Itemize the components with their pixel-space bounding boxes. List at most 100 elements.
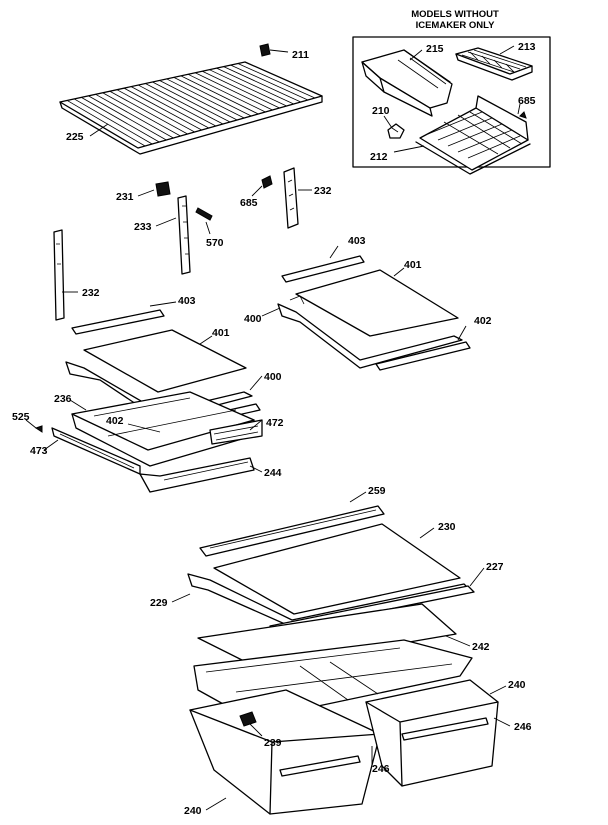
callout-233: 233 (134, 221, 152, 233)
callout-403-left: 403 (178, 295, 196, 307)
right-shelf-assembly (277, 255, 471, 371)
callout-259: 259 (368, 485, 386, 497)
handle-left-part (279, 755, 361, 777)
glass-401-right (295, 269, 459, 337)
trim-403-left (71, 309, 165, 335)
callout-401-left: 401 (212, 327, 230, 339)
callout-402-left: 402 (106, 415, 124, 427)
callout-227: 227 (486, 561, 504, 573)
screw-570-part (195, 207, 213, 221)
crisper-assembly (187, 505, 499, 815)
leader-lines (25, 45, 521, 811)
callout-242: 242 (472, 641, 490, 653)
drawer-left-part (189, 689, 381, 815)
screw-525-part (34, 425, 43, 433)
callout-239: 239 (264, 737, 282, 749)
callout-246-left: 246 (372, 763, 390, 775)
callout-236: 236 (54, 393, 72, 405)
callout-401-right: 401 (404, 259, 422, 271)
callout-229: 229 (150, 597, 168, 609)
callout-225: 225 (66, 131, 84, 143)
frame-400-right (277, 303, 463, 369)
slide-472-part (209, 419, 263, 445)
shelf-wire (173, 77, 252, 117)
glass-230-part (213, 523, 461, 615)
callout-210: 210 (372, 105, 390, 117)
shelf-wire (95, 93, 174, 139)
frame-400-left (65, 361, 253, 421)
callout-212: 212 (370, 151, 388, 163)
wire-shelf-225 (59, 43, 323, 155)
shelf-wire (209, 69, 287, 107)
block-231-part (155, 181, 171, 197)
callout-230: 230 (438, 521, 456, 533)
cover-242-part (197, 603, 457, 669)
shelf-wire (180, 75, 259, 115)
shelf-wire (195, 72, 273, 111)
callout-685: 685 (240, 197, 258, 209)
shelf-wire (116, 89, 195, 133)
inset-title-line1: MODELS WITHOUT (411, 9, 499, 20)
shelf-wire (159, 80, 238, 121)
shelf-wire (202, 70, 280, 109)
shelf-wire (230, 64, 309, 101)
callout-570: 570 (206, 237, 224, 249)
shelf-wire (187, 73, 266, 113)
callout-400-left: 400 (264, 371, 282, 383)
shelf-wire (130, 86, 209, 129)
callout-232-left: 232 (82, 287, 100, 299)
shelf-wire (145, 83, 224, 125)
ice-bin-part (361, 49, 453, 117)
trim-402-right (375, 341, 471, 371)
shelf-wire (66, 100, 146, 147)
callout-246-right: 246 (514, 721, 532, 733)
callout-215: 215 (426, 43, 444, 55)
frame-244-part (139, 457, 255, 493)
ice-tray-part (455, 47, 533, 81)
shelf-wire (152, 81, 231, 123)
callout-685-inset: 685 (518, 95, 536, 107)
shelf-wire (109, 90, 188, 135)
shelf-wire (81, 97, 160, 143)
callout-472: 472 (266, 417, 284, 429)
callout-231: 231 (116, 191, 134, 203)
shelf-wire (237, 63, 316, 99)
rail-233-part (177, 195, 191, 275)
shelf-wire (123, 87, 202, 131)
callout-525: 525 (12, 411, 30, 423)
screw-685-part (261, 175, 273, 189)
callout-211: 211 (292, 49, 309, 61)
shelf-wire (74, 98, 153, 145)
callout-240-right: 240 (508, 679, 526, 691)
left-shelf-assembly (34, 309, 263, 493)
shelf-wire (216, 67, 294, 105)
ice-rack-part (415, 95, 531, 175)
callout-232-right: 232 (314, 185, 332, 197)
trim-403-right (281, 255, 365, 283)
callout-403-right: 403 (348, 235, 366, 247)
callout-473: 473 (30, 445, 48, 457)
glass-401-left (83, 329, 247, 393)
shelf-wire (223, 66, 301, 103)
callout-402-right: 402 (474, 315, 492, 327)
screw-685-inset (519, 111, 527, 119)
callout-244: 244 (264, 467, 282, 479)
cap-211-part (259, 43, 271, 57)
inset-title-line2: ICEMAKER ONLY (416, 20, 495, 31)
inset-border (352, 36, 551, 168)
callout-400-right: 400 (244, 313, 262, 325)
clip-239-part (239, 711, 257, 727)
callout-labels: 211 225 215 213 210 685 212 231 233 570 … (12, 41, 536, 817)
icemaker-inset: MODELS WITHOUT ICEMAKER ONLY (352, 9, 551, 175)
hardware-group (53, 167, 299, 321)
callout-240-left: 240 (184, 805, 202, 817)
callout-213: 213 (518, 41, 536, 53)
shelf-wire (166, 78, 245, 119)
rail-232-right-part (283, 167, 299, 229)
handle-right-part (401, 717, 489, 741)
shelf-wire (102, 92, 181, 137)
shelf-wire (88, 95, 167, 141)
shelf-wire (138, 84, 217, 127)
rail-232-left-part (53, 229, 65, 321)
